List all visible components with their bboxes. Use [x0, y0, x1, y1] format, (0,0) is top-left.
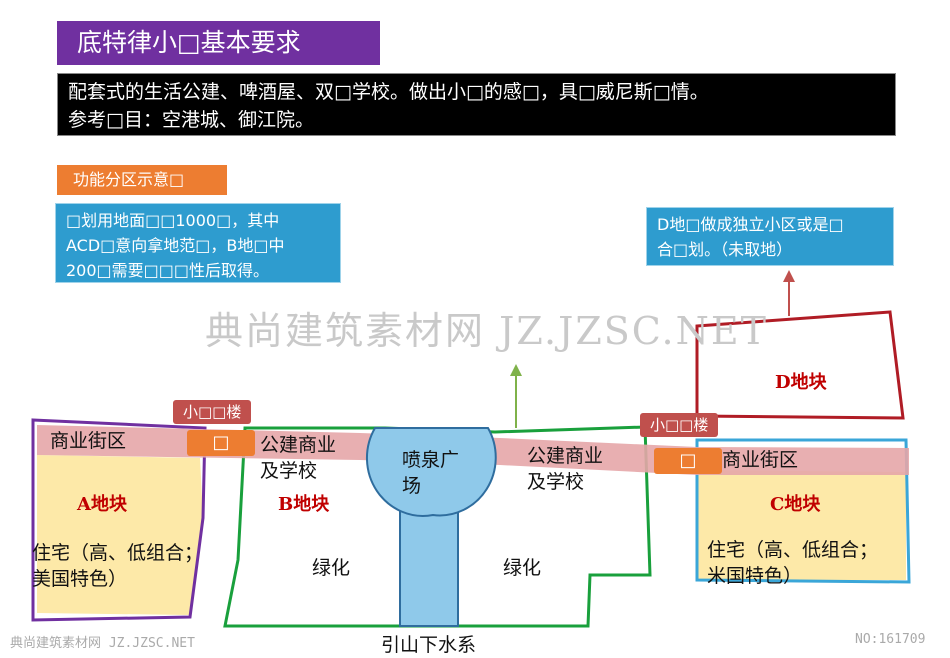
public-building-label-left: 公建商业 及学校 [260, 434, 337, 482]
land-area-note: □划用地面□□1000□，其中 ACD□意向拿地范□，B地□中 200□需要□□… [55, 203, 341, 283]
water-channel [399, 507, 459, 627]
fountain-label: 喷泉广 场 [402, 449, 460, 497]
block-a-label: A地块 [77, 494, 127, 515]
section-label: 功能分区示意□ [57, 165, 227, 195]
requirement-line-1: 配套式的生活公建、啤酒屋、双□学校。做出小□的感□，具□威尼斯□情。 [68, 81, 709, 103]
gate-left: □ [187, 430, 255, 456]
landmark-label-right: 小□□楼 [640, 413, 719, 437]
footer-number: NO:161709 [855, 632, 926, 647]
note-line: D地□做成独立小区或是□ [657, 215, 844, 234]
footer-source: 典尚建筑素材网 JZ.JZSC.NET [10, 636, 195, 651]
green-label-left: 绿化 [312, 557, 351, 579]
gate-right: □ [654, 448, 722, 474]
landmark-label-left: 小□□楼 [173, 400, 252, 424]
residence-c-label: 住宅（高、低组合； 米国特色） [707, 539, 879, 587]
note-line: □划用地面□□1000□，其中 [66, 211, 280, 230]
note-line: 200□需要□□□性后取得。 [66, 261, 270, 280]
block-d-outline [695, 310, 905, 420]
block-c-label: C地块 [770, 494, 821, 515]
block-d-label: D地块 [775, 372, 827, 393]
page-title: 底特律小□基本要求 [57, 21, 380, 65]
green-label-right: 绿化 [503, 557, 542, 579]
residence-c-area [697, 470, 906, 580]
block-a-outline [31, 418, 207, 622]
d-arrow-icon [783, 270, 795, 282]
block-c-outline [695, 438, 911, 584]
fountain-plaza [365, 427, 497, 517]
commercial-street-label-right: 商业街区 [722, 449, 799, 471]
block-d-note: D地□做成独立小区或是□ 合□划。（未取地） [646, 207, 894, 266]
requirements-box: 配套式的生活公建、啤酒屋、双□学校。做出小□的感□，具□威尼斯□情。 参考□目：… [57, 73, 896, 136]
residence-a-label: 住宅（高、低组合； 美国特色） [32, 542, 204, 590]
commercial-street-label-left: 商业街区 [50, 430, 127, 452]
water-system-label: 引山下水系 [381, 634, 477, 656]
requirement-line-2: 参考□目：空港城、御江院。 [68, 109, 314, 131]
up-arrow-icon [510, 364, 522, 376]
residence-a-area [37, 455, 203, 615]
note-line: ACD□意向拿地范□，B地□中 [66, 236, 285, 255]
watermark: 典尚建筑素材网 JZ.JZSC.NET [205, 309, 768, 353]
note-line: 合□划。（未取地） [657, 240, 793, 259]
block-b-label: B地块 [278, 494, 330, 515]
public-building-label-right: 公建商业 及学校 [527, 445, 604, 493]
